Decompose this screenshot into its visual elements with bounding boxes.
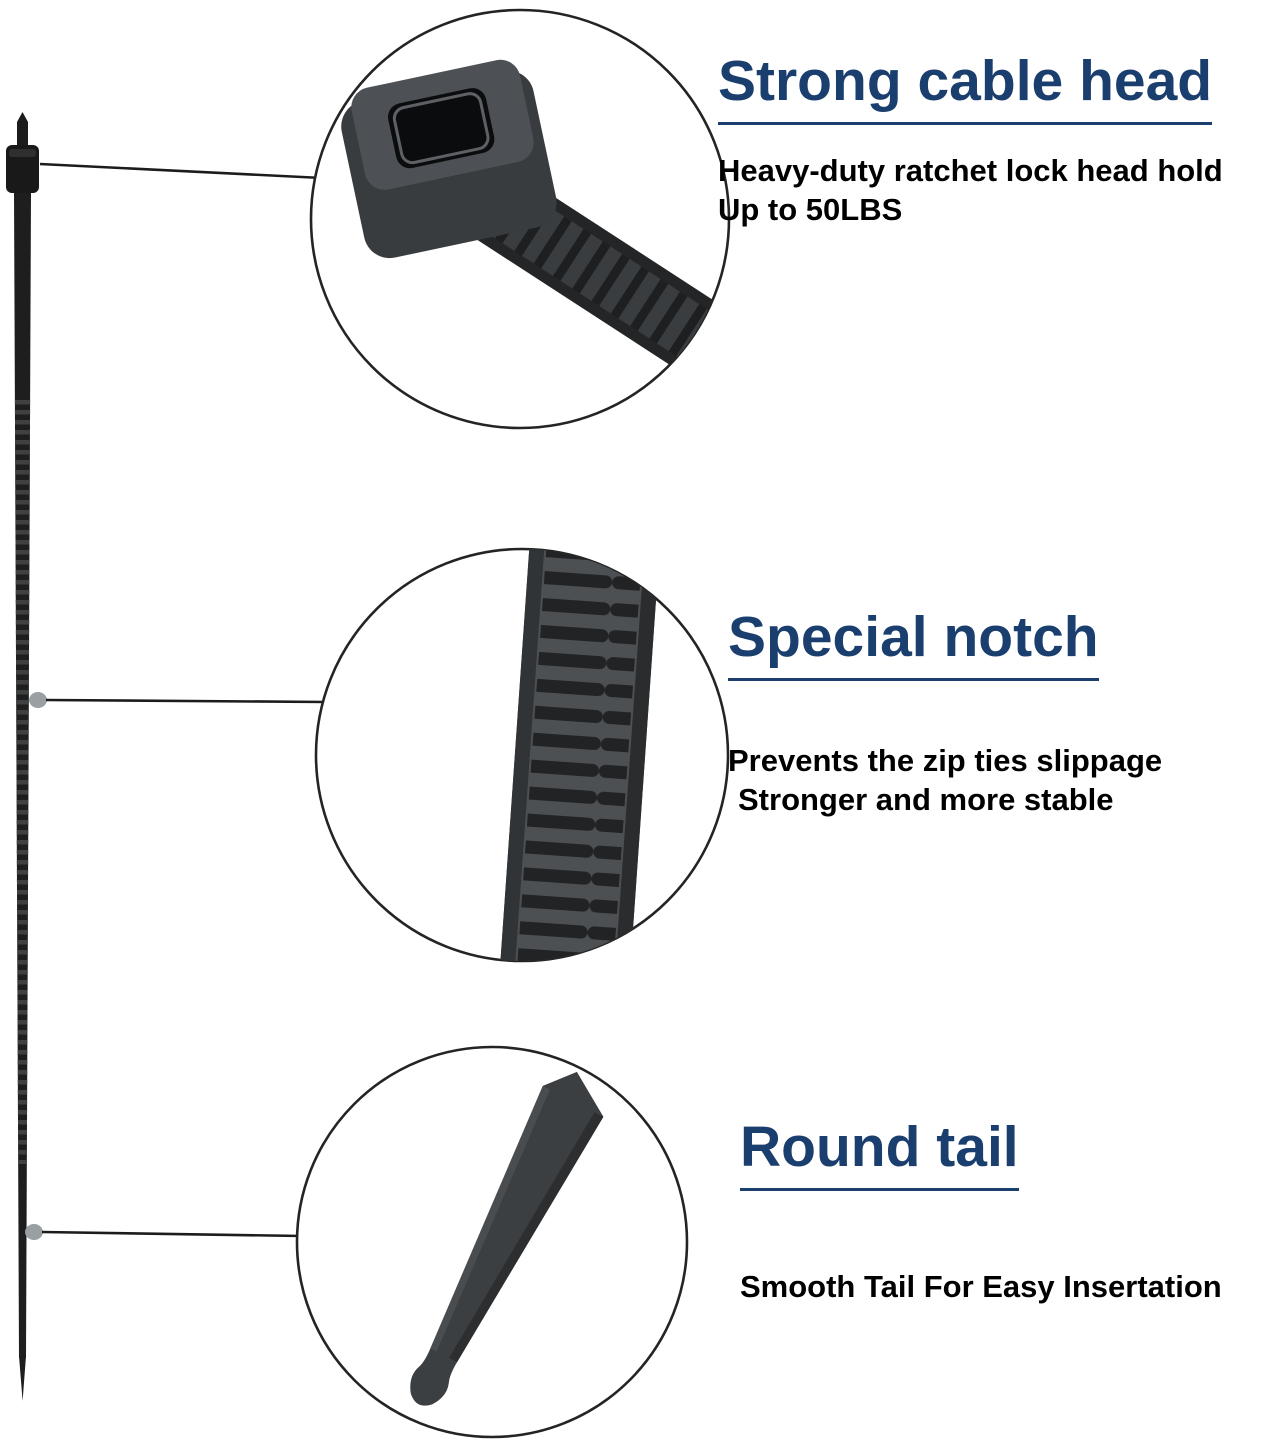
feature-description: Heavy-duty ratchet lock head hold Up to …: [718, 151, 1223, 229]
magnifier-head: [309, 8, 731, 430]
feature-title: Round tail: [740, 1117, 1019, 1191]
feature-round-tail: Round tail Smooth Tail For Easy Insertat…: [740, 1117, 1222, 1306]
magnifier-notch: [314, 547, 730, 963]
leader-line-notch: [45, 698, 327, 704]
feature-special-notch: Special notch Prevents the zip ties slip…: [728, 607, 1162, 819]
feature-description-line: Smooth Tail For Easy Insertation: [740, 1268, 1222, 1304]
zip-tie-tail-tip: [19, 1356, 26, 1401]
feature-description: Smooth Tail For Easy Insertation: [740, 1267, 1222, 1306]
magnifier-tail: [295, 1045, 689, 1439]
feature-description-line: Heavy-duty ratchet lock head hold: [718, 152, 1223, 188]
feature-description-line: Prevents the zip ties slippage: [728, 742, 1163, 778]
leader-line-tail: [41, 1230, 303, 1238]
feature-description: Prevents the zip ties slippage Stronger …: [728, 741, 1162, 819]
feature-description-line: Up to 50LBS: [718, 191, 903, 227]
zip-tie-head-highlight: [9, 149, 36, 157]
head-detail-illustration: [341, 59, 729, 410]
feature-title: Strong cable head: [718, 51, 1213, 125]
feature-title: Special notch: [728, 607, 1099, 681]
leader-line-head: [39, 162, 323, 180]
callout-anchor-notch: [29, 692, 47, 708]
feature-strong-cable-head: Strong cable head Heavy-duty ratchet loc…: [718, 51, 1223, 229]
zip-tie-strap-ribs: [14, 398, 31, 1164]
zip-tie-tip-stub: [17, 112, 28, 148]
zip-tie: [6, 112, 47, 1401]
notch-detail-illustration: [498, 549, 662, 961]
callout-anchor-tail: [25, 1224, 43, 1240]
tail-detail-illustration: [410, 1071, 604, 1406]
feature-description-line: Stronger and more stable: [738, 781, 1114, 817]
